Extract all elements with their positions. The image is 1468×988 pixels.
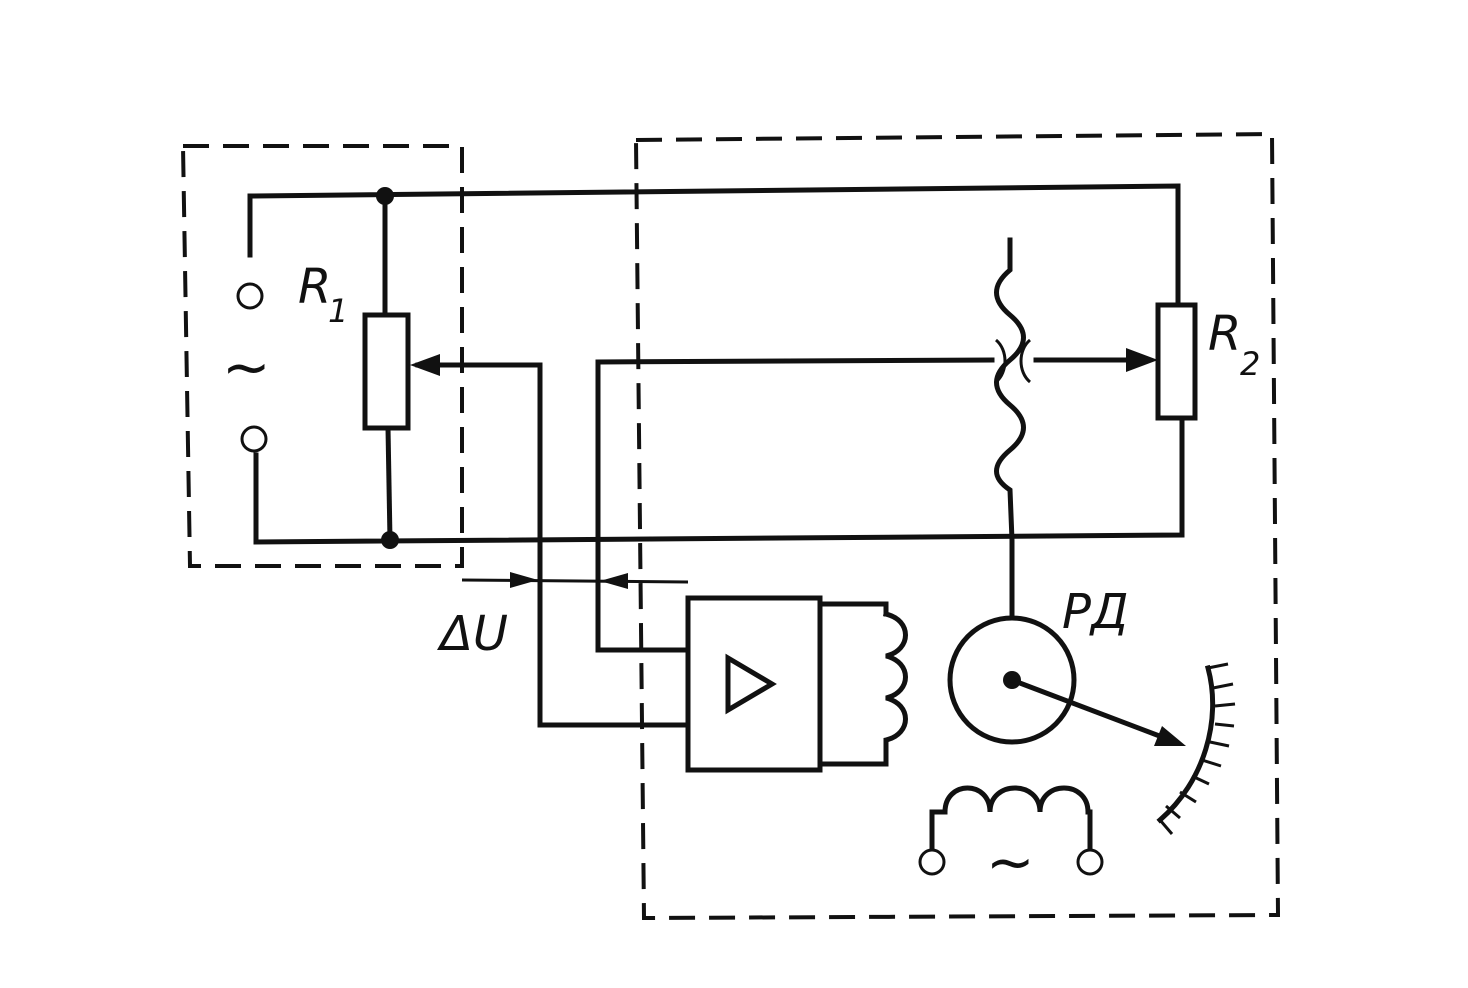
resistor-r1 — [362, 312, 411, 431]
resistor-r2 — [1155, 302, 1198, 421]
top-junction-dot — [376, 187, 394, 205]
r2-wiper-wire — [595, 357, 995, 653]
bottom-junction-dot — [381, 531, 399, 549]
scale-ticks — [1158, 662, 1236, 835]
label-ac-source-left: ~ — [222, 333, 271, 401]
label-delta-u: ΔU — [436, 606, 508, 662]
mechanical-link-wavy — [994, 237, 1026, 683]
label-r2-subscript: 2 — [1240, 345, 1260, 383]
crossing-bracket-right — [1019, 338, 1032, 384]
excitation-coil-icon — [929, 785, 1093, 851]
label-r1-subscript: 1 — [328, 292, 348, 330]
right-enclosure — [633, 131, 1281, 921]
output-coil-icon — [882, 610, 908, 753]
r2-wiper-arrow-icon — [1126, 348, 1158, 372]
label-r1: R — [298, 259, 331, 315]
delta-u-arrow-left-icon — [510, 572, 538, 588]
amplifier-output-wires — [817, 601, 889, 767]
crossing-bracket-left — [994, 338, 1007, 384]
terminal-icon — [240, 425, 268, 453]
terminal-icon — [236, 282, 264, 310]
r1-bottom-wire — [385, 425, 393, 543]
bottom-bus-wire — [253, 415, 1185, 545]
scale-arc-icon — [1156, 664, 1216, 824]
amplifier-triangle-icon — [725, 653, 777, 715]
label-r2: R — [1208, 306, 1241, 362]
terminal-icon — [1076, 848, 1104, 876]
label-ac-source-bottom: ~ — [986, 828, 1035, 896]
r1-wiper-wire — [415, 362, 543, 728]
delta-u-arrow-right-icon — [600, 573, 628, 589]
delta-u-line — [461, 578, 689, 584]
indicator-pointer — [1008, 676, 1174, 744]
label-motor-rd: РД — [1062, 584, 1128, 640]
left-enclosure — [180, 144, 464, 568]
indicator-pointer-arrow-icon — [1154, 726, 1186, 746]
r1-wiper-arrow-icon — [410, 354, 440, 376]
top-bus-wire — [247, 183, 1181, 308]
terminal-icon — [918, 848, 946, 876]
